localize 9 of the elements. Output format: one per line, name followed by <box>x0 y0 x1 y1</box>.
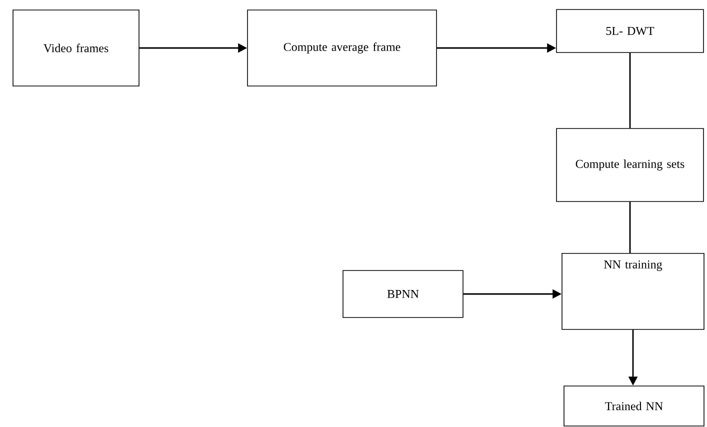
process-box: BPNN <box>342 270 464 318</box>
process-box: Compute learning sets <box>556 128 704 202</box>
process-box: 5L- DWT <box>556 9 704 53</box>
connector-line <box>629 52 631 128</box>
process-box: Compute average frame <box>247 10 437 86</box>
process-box: Trained NN <box>564 386 704 426</box>
connector-line <box>629 202 631 253</box>
process-box: NN training <box>562 253 704 330</box>
process-box: Video frames <box>12 10 140 86</box>
